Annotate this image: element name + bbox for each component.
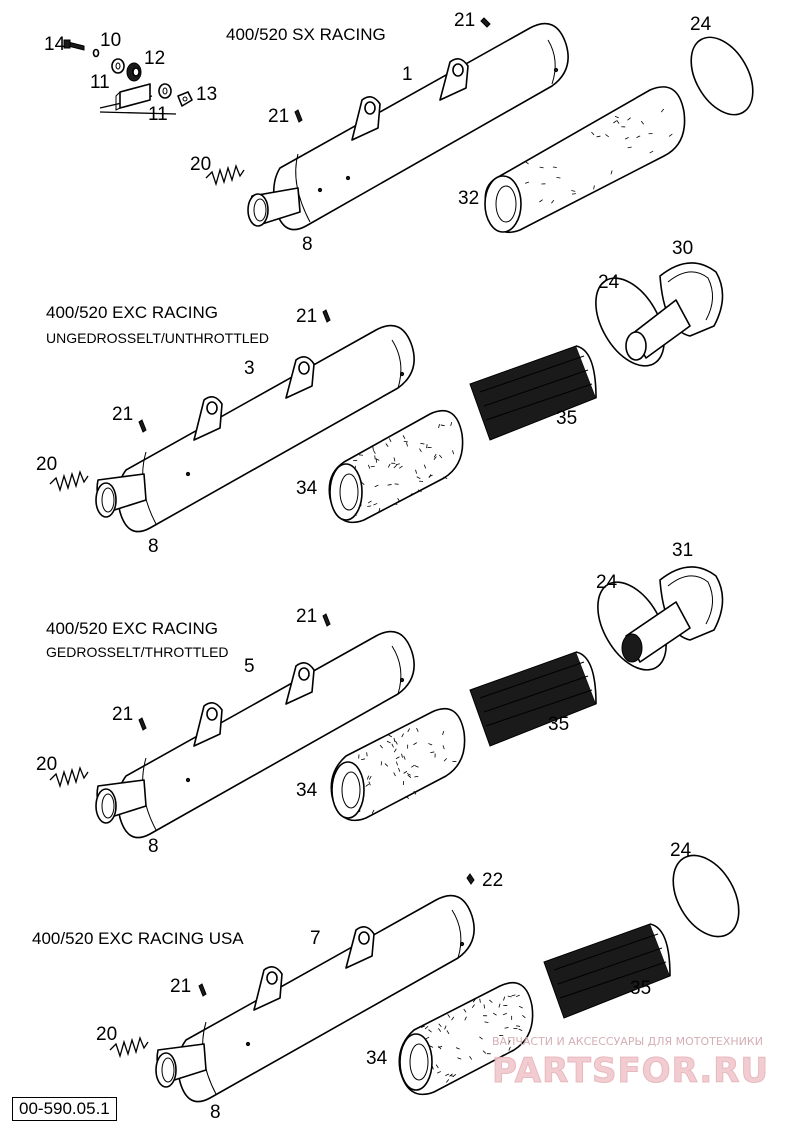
wool-fiber <box>404 441 408 442</box>
label-washer: 11 <box>148 104 168 125</box>
packing-wool <box>485 87 685 232</box>
label-washer: 10 <box>100 30 121 51</box>
label-screw: 22 <box>482 870 503 891</box>
label-washer: 11 <box>90 72 110 93</box>
label-rivet: 21 <box>268 106 289 127</box>
label-spring: 20 <box>96 1024 117 1045</box>
perforated-insert <box>470 652 596 746</box>
watermark: ВАПЧАСТИ И АКСЕССУАРЫ ДЛЯ МОТОТЕХНИКИ PA… <box>492 1035 769 1091</box>
label-o-ring: 24 <box>670 840 692 861</box>
section-subtitle: GEDROSSELT/THROTTLED <box>46 644 229 660</box>
section-title: 400/520 EXC RACING USA <box>32 929 244 948</box>
label-spring: 20 <box>36 754 57 775</box>
label-screw: 14 <box>44 34 66 55</box>
watermark-brand: PARTSFOR.RU <box>492 1051 769 1091</box>
label-packing: 34 <box>366 1048 388 1069</box>
label-bushing: 12 <box>144 48 165 69</box>
label-end-cap: 31 <box>672 540 693 561</box>
wool-fiber <box>572 194 576 195</box>
label-rivet: 21 <box>296 306 317 327</box>
label-nut: 13 <box>196 84 217 105</box>
label-silencer: 7 <box>310 928 321 949</box>
section-title: 400/520 EXC RACING <box>46 303 218 322</box>
section-subtitle: UNGEDROSSELT/UNTHROTTLED <box>46 330 269 346</box>
label-packing: 34 <box>296 780 318 801</box>
section-exc-unthrottled: 400/520 EXC RACING UNGEDROSSELT/UNTHROTT… <box>36 238 723 557</box>
label-silencer: 1 <box>402 64 413 85</box>
section-exc-throttled: 400/520 EXC RACING GEDROSSELT/THROTTLED <box>36 540 723 857</box>
wool-fiber <box>420 443 424 444</box>
wool-fiber <box>367 752 368 756</box>
label-rivet: 21 <box>454 10 475 31</box>
wool-fiber <box>484 1004 485 1008</box>
label-insert: 35 <box>630 978 651 999</box>
label-o-ring: 24 <box>596 572 618 593</box>
label-packing: 32 <box>458 188 479 209</box>
label-silencer: 5 <box>244 656 255 677</box>
perforated-insert <box>544 924 670 1018</box>
label-rivet: 21 <box>112 704 133 725</box>
label-flange: 8 <box>148 836 159 857</box>
label-spring: 20 <box>36 454 57 475</box>
label-flange: 8 <box>148 536 159 557</box>
label-flange: 8 <box>210 1102 221 1123</box>
wool-fiber <box>556 177 560 178</box>
label-packing: 34 <box>296 478 318 499</box>
section-title: 400/520 EXC RACING <box>46 619 218 638</box>
label-rivet: 21 <box>112 404 133 425</box>
label-o-ring: 24 <box>598 272 620 293</box>
watermark-tagline: ВАПЧАСТИ И АКСЕССУАРЫ ДЛЯ МОТОТЕХНИКИ <box>492 1035 763 1048</box>
label-silencer: 3 <box>244 358 255 379</box>
label-o-ring: 24 <box>690 14 712 35</box>
section-title: 400/520 SX RACING <box>226 25 386 44</box>
packing-wool <box>329 411 462 523</box>
mounting-bracket-assembly: 14 10 11 12 11 13 <box>44 30 217 125</box>
label-insert: 35 <box>556 408 577 429</box>
label-spring: 20 <box>190 154 211 175</box>
spring <box>206 166 244 184</box>
document-code: 00-590.05.1 <box>12 1097 117 1121</box>
label-flange: 8 <box>302 234 313 255</box>
packing-wool <box>331 709 464 821</box>
label-rivet: 21 <box>170 976 191 997</box>
label-insert: 35 <box>548 714 569 735</box>
section-sx-racing: 400/520 SX RACING 14 10 11 <box>44 10 766 255</box>
o-ring <box>678 27 765 126</box>
label-rivet: 21 <box>296 606 317 627</box>
label-end-cap: 30 <box>672 238 693 259</box>
